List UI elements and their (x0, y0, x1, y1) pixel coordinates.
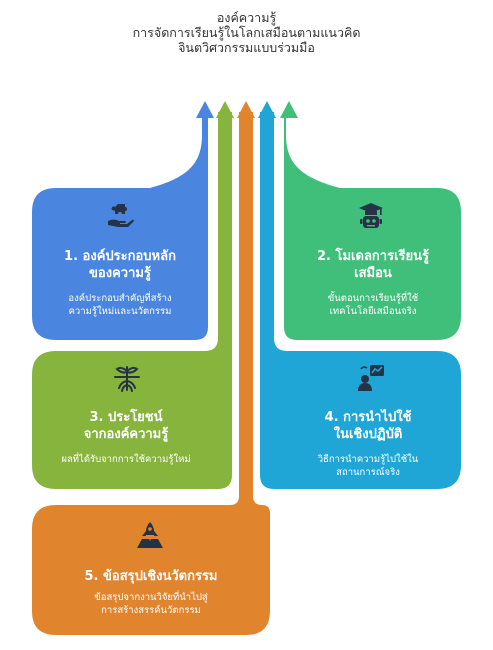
card-3-desc-line-1: ผลที่ได้รับจากการใช้ความรู้ใหม่ (61, 454, 191, 465)
card-4-heading-line-2: ในเชิงปฏิบัติ (333, 427, 403, 442)
card-1-description: องค์ประกอบสำคัญที่สร้าง ความรู้ใหม่และนว… (40, 292, 200, 318)
title-line-2: การจัดการเรียนรู้ในโลกเสมือนตามแนวคิด (132, 25, 361, 40)
card-1-desc-line-2: ความรู้ใหม่และนวัตกรรม (68, 306, 172, 317)
card-3-shape (32, 112, 232, 489)
card-1-heading-line-1: 1. องค์ประกอบหลัก (64, 249, 176, 264)
card-1: 1. องค์ประกอบหลัก ของความรู้ องค์ประกอบส… (40, 248, 200, 318)
title-line-3: จินตวิศวกรรมแบบร่วมมือ (178, 40, 315, 55)
card-2-heading: 2. โมเดลการเรียนรู้ เสมือน (292, 248, 454, 282)
card-3: 3. ประโยชน์ จากองค์ความรู้ ผลที่ได้รับจา… (36, 409, 216, 466)
card-5-desc-line-1: ข้อสรุปจากงานวิจัยที่นำไปสู่ (94, 592, 208, 603)
card-5-description: ข้อสรุปจากงานวิจัยที่นำไปสู่ การสร้างสรร… (36, 591, 266, 617)
puzzle-hand-icon (108, 204, 134, 227)
card-5-desc-line-2: การสร้างสรรค์นวัตกรรม (101, 605, 201, 616)
card-4-description: วิธีการนำความรู้ไปใช้ใน สถานการณ์จริง (282, 453, 454, 479)
card-3-heading: 3. ประโยชน์ จากองค์ความรู้ (36, 409, 216, 443)
arrowhead-olive (216, 101, 234, 118)
arrowhead-orange (237, 101, 255, 118)
card-3-description: ผลที่ได้รับจากการใช้ความรู้ใหม่ (36, 453, 216, 466)
card-1-heading: 1. องค์ประกอบหลัก ของความรู้ (40, 248, 200, 282)
arrowhead-cyan (258, 101, 276, 118)
arrowhead-blue (196, 101, 214, 118)
card-2-description: ขั้นตอนการเรียนรู้ที่ใช้ เทคโนโลยีเสมือน… (292, 292, 454, 318)
graduate-robot-icon (359, 203, 383, 228)
card-5-heading-line-1: 5. ข้อสรุปเชิงนวัตกรรม (84, 569, 218, 584)
card-4-heading: 4. การนำไปใช้ ในเชิงปฏิบัติ (282, 409, 454, 443)
presenter-board-icon (358, 365, 384, 391)
card-2-desc-line-2: เทคโนโลยีเสมือนจริง (329, 306, 417, 317)
card-4: 4. การนำไปใช้ ในเชิงปฏิบัติ วิธีการนำควา… (282, 409, 454, 479)
card-5-heading: 5. ข้อสรุปเชิงนวัตกรรม (36, 568, 266, 585)
card-3-heading-line-2: จากองค์ความรู้ (83, 427, 169, 442)
card-5: 5. ข้อสรุปเชิงนวัตกรรม ข้อสรุปจากงานวิจั… (36, 568, 266, 617)
card-2-heading-line-2: เสมือน (354, 266, 392, 281)
card-2: 2. โมเดลการเรียนรู้ เสมือน ขั้นตอนการเรี… (292, 248, 454, 318)
card-1-desc-line-1: องค์ประกอบสำคัญที่สร้าง (68, 293, 172, 304)
sprout-roots-icon (114, 366, 140, 392)
card-4-desc-line-2: สถานการณ์จริง (336, 467, 400, 478)
card-3-heading-line-1: 3. ประโยชน์ (89, 410, 163, 425)
card-4-heading-line-1: 4. การนำไปใช้ (324, 410, 412, 425)
card-4-shape (260, 112, 461, 489)
arrowhead-green (280, 101, 298, 118)
card-1-heading-line-2: ของความรู้ (89, 266, 151, 281)
rocket-launch-icon (137, 522, 163, 548)
card-2-desc-line-1: ขั้นตอนการเรียนรู้ที่ใช้ (327, 293, 419, 304)
card-2-heading-line-1: 2. โมเดลการเรียนรู้ (317, 249, 429, 264)
title-line-1: องค์ความรู้ (216, 10, 277, 25)
diagram-title: องค์ความรู้ การจัดการเรียนรู้ในโลกเสมือน… (0, 10, 493, 55)
card-4-desc-line-1: วิธีการนำความรู้ไปใช้ใน (317, 454, 419, 465)
